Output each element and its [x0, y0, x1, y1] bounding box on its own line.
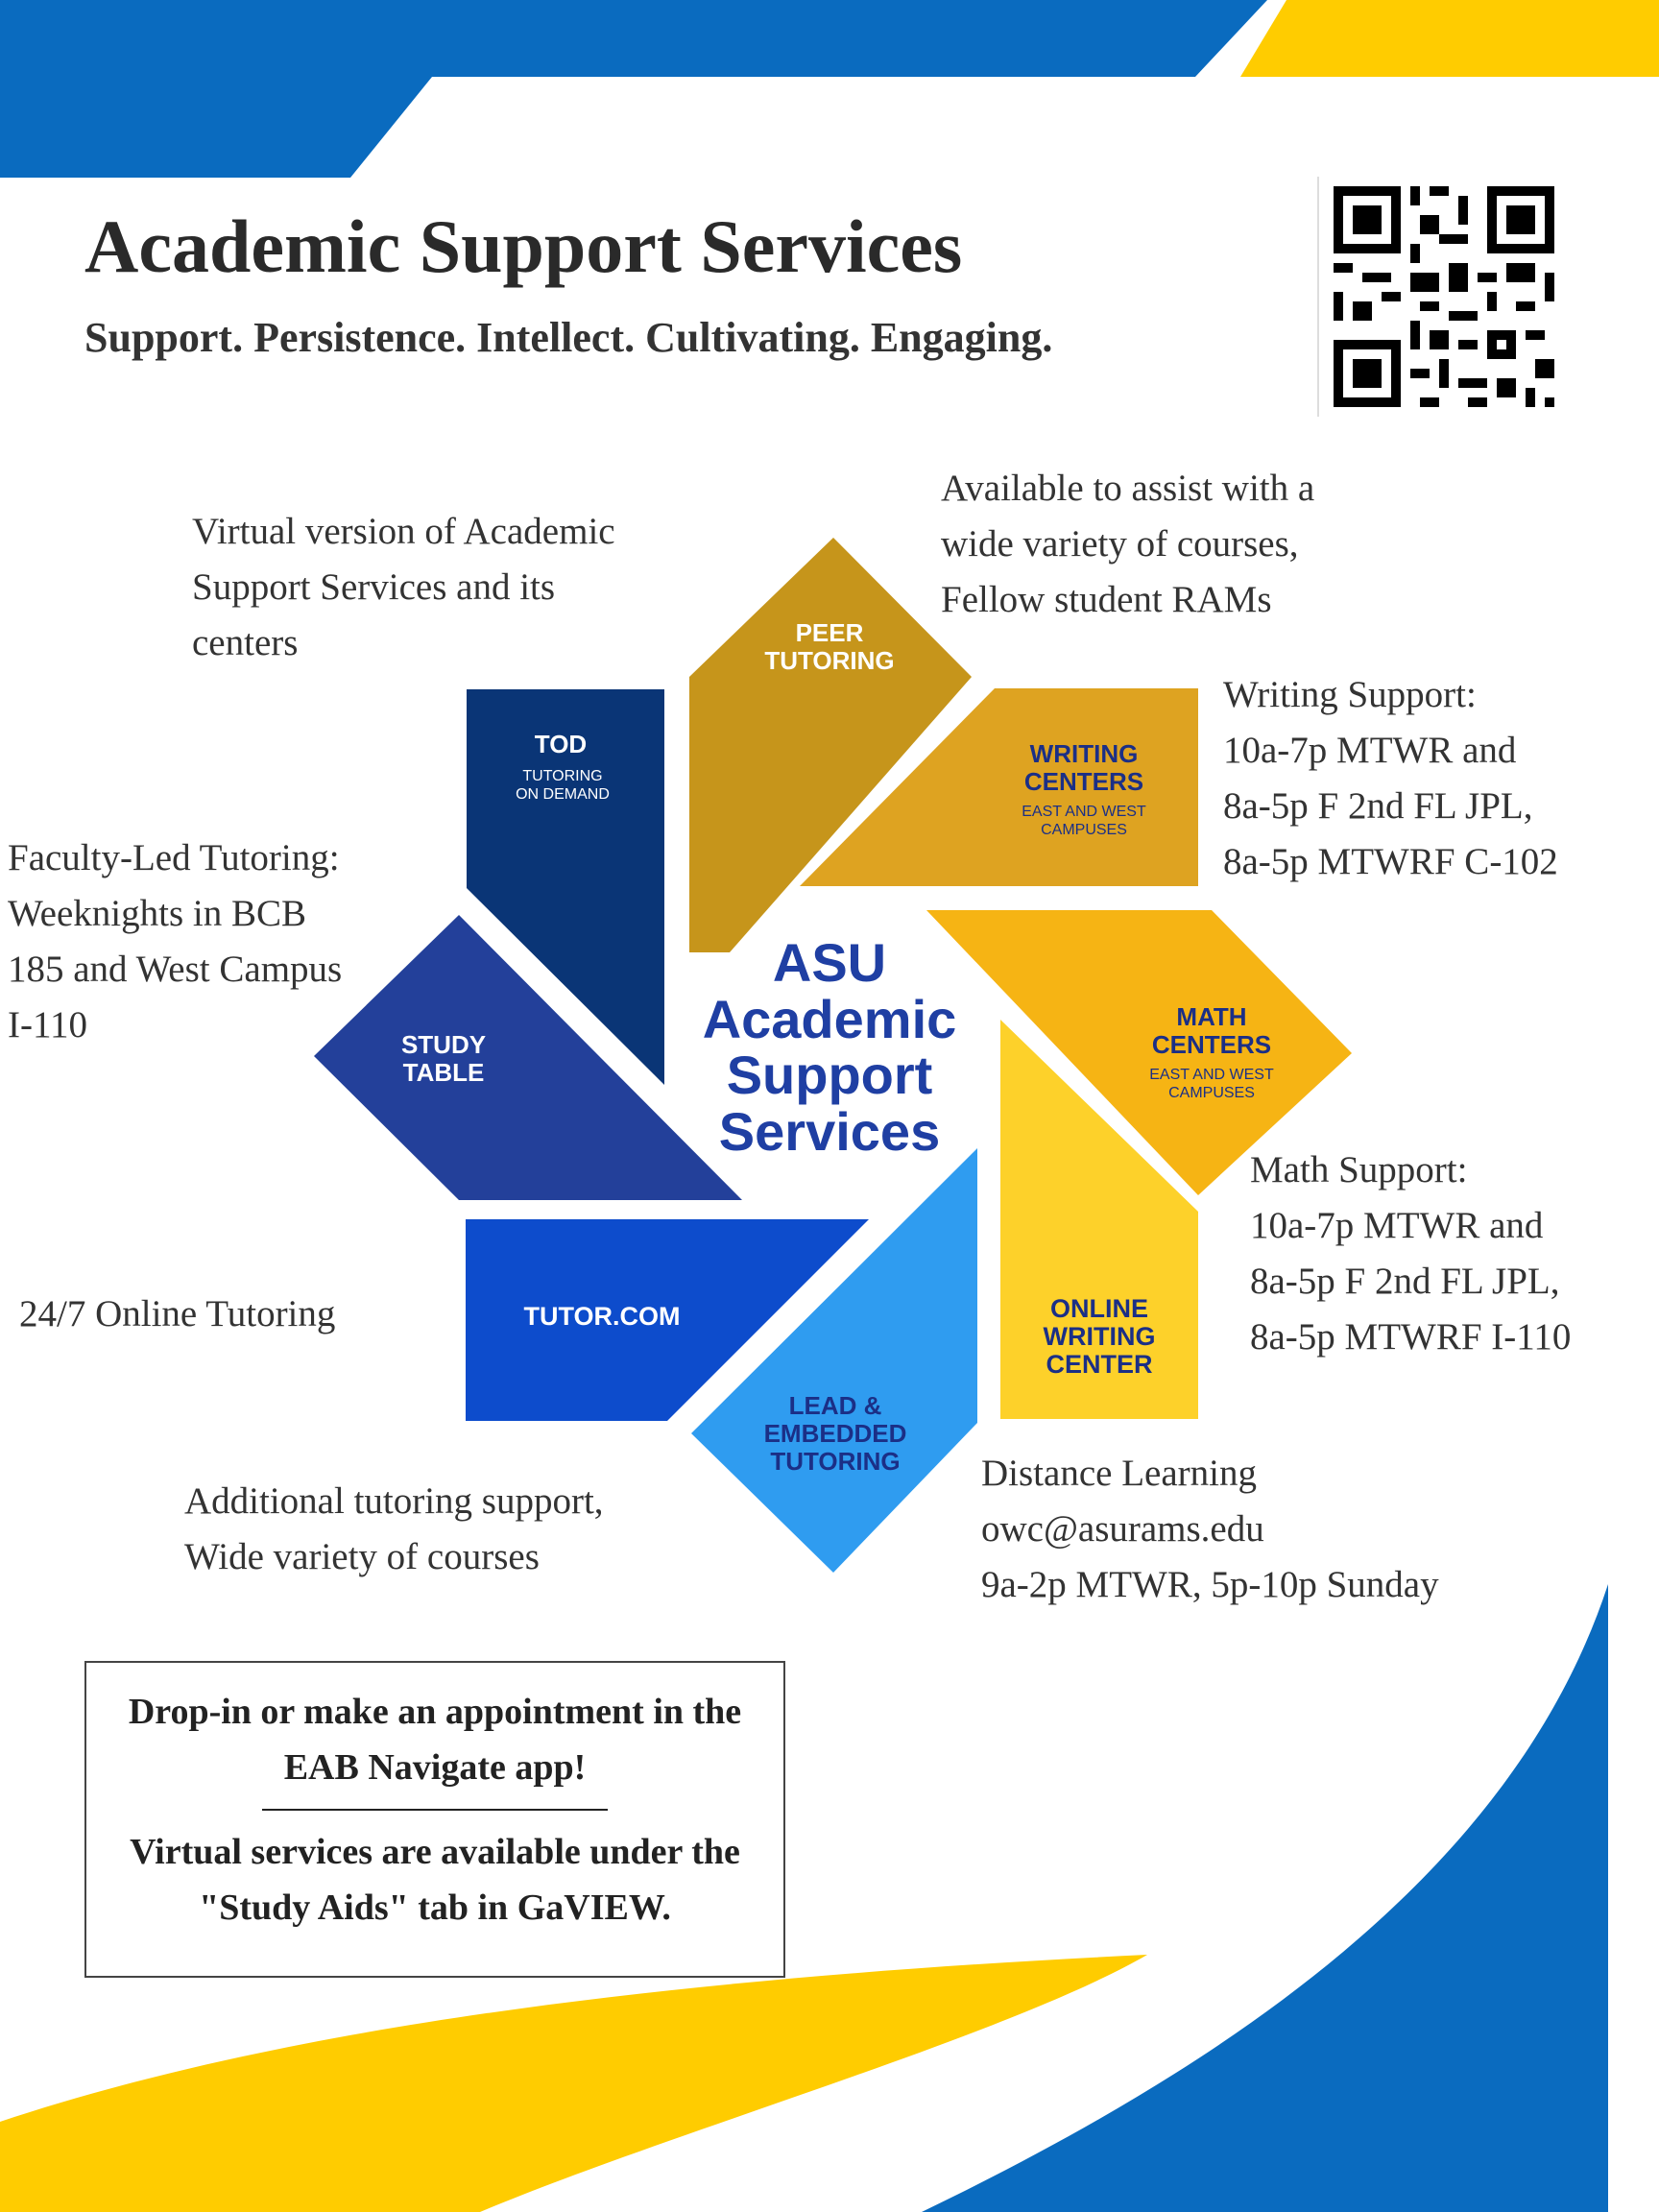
page-title: Academic Support Services	[84, 204, 963, 288]
tile-tod[interactable]	[467, 689, 664, 1085]
tile-writing-title-2: CENTERS	[1024, 767, 1143, 796]
tile-math-sub-2: CAMPUSES	[1168, 1085, 1255, 1101]
tile-study-title-1: STUDY	[401, 1030, 486, 1059]
tile-lead-title-1: LEAD &	[789, 1391, 882, 1420]
center-title-2: Academic	[703, 989, 957, 1049]
tile-writing-title-1: WRITING	[1030, 739, 1139, 768]
tile-lead-title-2: EMBEDDED	[764, 1419, 907, 1448]
callout-line-4: "Study Aids" tab in GaVIEW.	[199, 1887, 671, 1928]
tile-writing-sub-1: EAST AND WEST	[1022, 804, 1146, 820]
qr-code[interactable]	[1317, 177, 1569, 417]
tile-math-centers[interactable]	[926, 910, 1352, 1195]
tile-writing-centers[interactable]	[800, 688, 1198, 886]
tile-study-table[interactable]	[314, 915, 742, 1200]
footer-blue-swoosh	[922, 1584, 1608, 2212]
tile-lead-title-3: TUTORING	[770, 1447, 900, 1476]
note-online-tutoring: 24/7 Online Tutoring	[19, 1293, 336, 1334]
callout-line-1: Drop-in or make an appointment in the	[128, 1692, 742, 1732]
center-title-1: ASU	[773, 932, 886, 993]
tile-peer-tutoring[interactable]	[689, 538, 972, 952]
callout-line-2: EAB Navigate app!	[283, 1747, 587, 1788]
callout-line-3: Virtual services are available under the	[130, 1832, 740, 1872]
page-subtitle: Support. Persistence. Intellect. Cultiva…	[84, 314, 1053, 361]
tile-peer-title-2: TUTORING	[764, 646, 894, 675]
center-title-4: Services	[719, 1101, 940, 1162]
note-writing-support: Writing Support: 10a-7p MTWR and 8a-5p F…	[1223, 674, 1558, 882]
header-blue-band	[0, 0, 1267, 178]
appointment-callout: Drop-in or make an appointment in the EA…	[84, 1661, 785, 1978]
tile-tod-title: TOD	[535, 730, 587, 758]
tile-tod-sub-1: TUTORING	[522, 768, 602, 784]
footer-gold-swoosh	[0, 1955, 1147, 2212]
tile-tutor-com[interactable]	[466, 1219, 869, 1421]
center-title-3: Support	[727, 1045, 933, 1105]
note-peer-tutoring: Available to assist with a wide variety …	[941, 468, 1315, 620]
tile-owc-title-3: CENTER	[1046, 1350, 1152, 1379]
tile-online-writing-center[interactable]	[1000, 1020, 1198, 1419]
tile-writing-sub-2: CAMPUSES	[1041, 822, 1127, 838]
tile-owc-title-2: WRITING	[1044, 1322, 1156, 1351]
tile-study-title-2: TABLE	[403, 1058, 485, 1087]
header-gold-stripe	[1240, 0, 1659, 77]
tile-math-sub-1: EAST AND WEST	[1149, 1067, 1274, 1083]
note-tod: Virtual version of Academic Support Serv…	[192, 511, 615, 663]
tile-math-title-1: MATH	[1176, 1002, 1246, 1031]
tile-peer-title-1: PEER	[796, 618, 864, 647]
tile-math-title-2: CENTERS	[1152, 1030, 1271, 1059]
note-math-support: Math Support: 10a-7p MTWR and 8a-5p F 2n…	[1250, 1149, 1572, 1358]
note-distance-learning: Distance Learning owc@asurams.edu 9a-2p …	[981, 1453, 1439, 1605]
tile-tod-sub-2: ON DEMAND	[516, 786, 610, 803]
callout-divider	[262, 1809, 608, 1811]
note-additional-tutoring: Additional tutoring support, Wide variet…	[184, 1480, 604, 1577]
tile-owc-title-1: ONLINE	[1050, 1294, 1148, 1323]
tile-lead-embedded-tutoring[interactable]	[691, 1148, 977, 1573]
tile-tutorcom-title: TUTOR.COM	[524, 1302, 681, 1331]
note-faculty-led: Faculty-Led Tutoring: Weeknights in BCB …	[8, 837, 343, 1046]
